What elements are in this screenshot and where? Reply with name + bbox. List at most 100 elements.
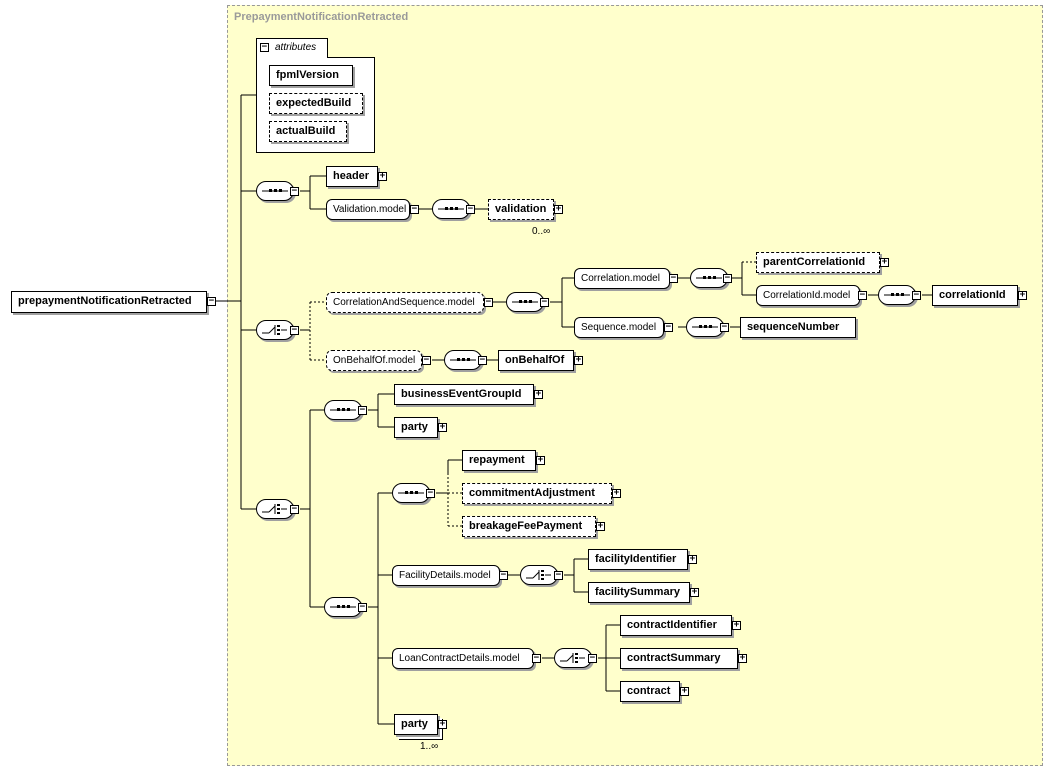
sequence-number-element[interactable]: sequenceNumber <box>740 317 856 338</box>
collapse-icon[interactable]: − <box>588 653 597 663</box>
attributes-tab[interactable]: attributes <box>256 38 328 58</box>
choice-icon <box>526 570 551 580</box>
sequence-compositor <box>686 317 724 337</box>
expand-icon[interactable]: + <box>690 587 699 597</box>
collapse-icon[interactable]: − <box>554 570 563 580</box>
expand-icon[interactable]: + <box>438 719 447 729</box>
collapse-icon[interactable]: − <box>858 290 867 300</box>
contract-element[interactable]: contract <box>620 681 680 702</box>
collapse-icon[interactable]: − <box>912 290 921 300</box>
collapse-icon[interactable]: − <box>358 405 367 415</box>
sequence-icon <box>398 491 424 494</box>
expand-icon[interactable]: + <box>1018 290 1027 300</box>
collapse-icon[interactable]: − <box>290 504 299 514</box>
expand-icon[interactable]: + <box>554 204 563 214</box>
collapse-icon[interactable]: − <box>532 653 541 663</box>
on-behalf-of-element[interactable]: onBehalfOf <box>498 350 574 371</box>
collapse-icon[interactable]: − <box>358 602 367 612</box>
collapse-icon[interactable]: − <box>669 273 678 283</box>
collapse-icon[interactable]: − <box>499 570 508 580</box>
commitment-adjustment-element[interactable]: commitmentAdjustment <box>462 483 612 504</box>
sequence-compositor <box>878 285 916 305</box>
choice-icon <box>262 325 287 335</box>
facility-details-model[interactable]: FacilityDetails.model <box>392 565 500 586</box>
choice-icon <box>262 504 287 514</box>
sequence-icon <box>262 189 288 192</box>
contract-identifier-element[interactable]: contractIdentifier <box>620 615 732 636</box>
sequence-compositor <box>444 350 482 370</box>
party-element-repeating[interactable]: party <box>394 714 438 735</box>
expand-icon[interactable]: + <box>438 422 447 432</box>
collapse-icon[interactable]: − <box>422 355 431 365</box>
collapse-icon[interactable]: − <box>723 273 732 283</box>
correlation-model[interactable]: Correlation.model <box>574 268 670 289</box>
parent-correlation-id-element[interactable]: parentCorrelationId <box>756 252 880 273</box>
attributes-tab-label: attributes <box>275 42 317 53</box>
correlation-and-sequence-model[interactable]: CorrelationAndSequence.model <box>326 292 484 313</box>
sequence-model[interactable]: Sequence.model <box>574 317 664 338</box>
facility-summary-element[interactable]: facilitySummary <box>588 582 690 603</box>
attribute-fpmlversion[interactable]: fpmlVersion <box>269 65 353 86</box>
collapse-icon[interactable]: − <box>664 322 673 332</box>
validation-element[interactable]: validation <box>488 199 554 220</box>
collapse-icon[interactable]: − <box>207 296 216 306</box>
sequence-compositor <box>392 483 430 503</box>
choice-compositor <box>554 648 592 668</box>
sequence-compositor <box>324 597 362 617</box>
sequence-compositor <box>432 199 470 219</box>
frame-title: PrepaymentNotificationRetracted <box>234 11 409 23</box>
expand-icon[interactable]: + <box>612 488 621 498</box>
sequence-icon <box>512 300 538 303</box>
contract-summary-element[interactable]: contractSummary <box>620 648 738 669</box>
business-event-group-id-element[interactable]: businessEventGroupId <box>394 384 534 405</box>
root-element[interactable]: prepaymentNotificationRetracted <box>11 291 207 313</box>
choice-compositor <box>520 565 558 585</box>
expand-icon[interactable]: + <box>574 355 583 365</box>
collapse-icon[interactable]: − <box>290 186 299 196</box>
collapse-icon[interactable]: − <box>466 204 475 214</box>
attribute-expectedbuild[interactable]: expectedBuild <box>269 93 363 114</box>
sequence-icon <box>696 276 722 279</box>
collapse-icon[interactable]: − <box>478 355 487 365</box>
attribute-actualbuild[interactable]: actualBuild <box>269 121 347 142</box>
collapse-icon[interactable]: − <box>720 322 729 332</box>
header-element[interactable]: header <box>326 166 378 187</box>
sequence-compositor <box>324 400 362 420</box>
expand-icon[interactable]: + <box>378 171 387 181</box>
facility-identifier-element[interactable]: facilityIdentifier <box>588 549 688 570</box>
collapse-icon[interactable]: − <box>290 325 299 335</box>
choice-icon <box>560 653 585 663</box>
sequence-icon <box>450 358 476 361</box>
repayment-element[interactable]: repayment <box>462 450 536 471</box>
correlation-id-model[interactable]: CorrelationId.model <box>756 285 860 306</box>
expand-icon[interactable]: + <box>880 257 889 267</box>
expand-icon[interactable]: + <box>688 554 697 564</box>
collapse-icon[interactable]: − <box>540 297 549 307</box>
expand-icon[interactable]: + <box>536 455 545 465</box>
party-element[interactable]: party <box>394 417 438 438</box>
loan-contract-details-model[interactable]: LoanContractDetails.model <box>392 648 534 669</box>
expand-icon[interactable]: + <box>534 389 543 399</box>
on-behalf-of-model[interactable]: OnBehalfOf.model <box>326 350 422 371</box>
collapse-icon[interactable]: − <box>260 42 269 52</box>
collapse-icon[interactable]: − <box>410 204 419 214</box>
expand-icon[interactable]: + <box>680 686 689 696</box>
expand-icon[interactable]: + <box>738 653 747 663</box>
validation-model[interactable]: Validation.model <box>326 199 410 220</box>
root-element-label: prepaymentNotificationRetracted <box>18 295 192 307</box>
sequence-icon <box>330 408 356 411</box>
collapse-icon[interactable]: − <box>426 488 435 498</box>
sequence-icon <box>884 293 910 296</box>
sequence-icon <box>438 207 464 210</box>
choice-compositor <box>256 499 294 519</box>
collapse-icon[interactable]: − <box>484 297 493 307</box>
breakage-fee-payment-element[interactable]: breakageFeePayment <box>462 516 596 537</box>
sequence-icon <box>692 325 718 328</box>
occurrence-label: 1..∞ <box>420 741 439 752</box>
expand-icon[interactable]: + <box>596 521 605 531</box>
choice-compositor <box>256 320 294 340</box>
expand-icon[interactable]: + <box>732 620 741 630</box>
correlation-id-element[interactable]: correlationId <box>932 285 1018 306</box>
sequence-icon <box>330 605 356 608</box>
